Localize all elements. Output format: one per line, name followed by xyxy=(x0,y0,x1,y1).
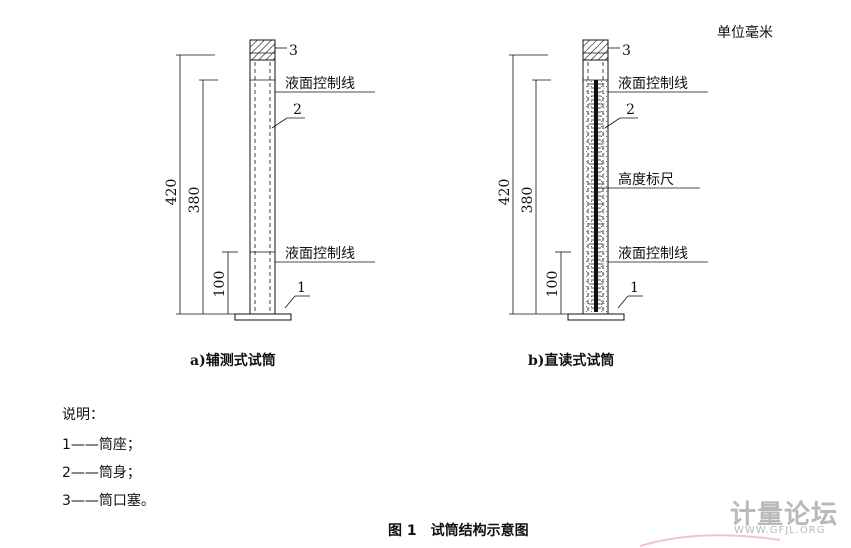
cylinder-b-part-3: 3 xyxy=(622,43,631,59)
cylinder-b-base xyxy=(567,313,625,321)
cylinder-a-base xyxy=(234,313,292,321)
cylinder-a-stopper xyxy=(249,39,276,61)
cylinder-b-lower-control-label: 液面控制线 xyxy=(618,246,688,262)
cylinder-a-part-3: 3 xyxy=(289,43,298,59)
note-item-1: 1——筒座； xyxy=(62,437,141,453)
cylinder-a-dim-control: 380 xyxy=(187,187,203,214)
watermark-url: WWW.GFJL.ORG xyxy=(734,525,826,536)
caption-a: a)辅测式试筒 xyxy=(190,353,276,369)
cylinder-b-part-2: 2 xyxy=(626,102,635,118)
cylinder-b: 420 380 100 3 液面控制线 2 高度标尺 液面控制线 1 xyxy=(497,39,708,321)
height-ruler-label: 高度标尺 xyxy=(618,171,674,188)
cylinder-a-dim-bottom: 100 xyxy=(212,271,228,298)
cylinder-a-dim-total: 420 xyxy=(164,179,180,206)
caption-b: b)直读式试筒 xyxy=(528,353,615,369)
unit-label: 单位毫米 xyxy=(717,25,773,41)
note-item-2: 2——筒身； xyxy=(62,465,141,481)
cylinder-a-upper-control-label: 液面控制线 xyxy=(285,76,355,92)
height-ruler-ticks xyxy=(589,83,603,309)
note-item-3: 3——筒口塞。 xyxy=(62,493,155,509)
notes-heading: 说明： xyxy=(62,407,104,423)
cylinder-b-upper-control-label: 液面控制线 xyxy=(618,76,688,92)
cylinder-a-part-2: 2 xyxy=(293,102,302,118)
cylinder-b-dim-total: 420 xyxy=(497,179,513,206)
cylinder-b-dim-control: 380 xyxy=(520,187,536,214)
cylinder-b-part-1: 1 xyxy=(630,280,639,296)
watermark-logo-text: 计量论坛 xyxy=(730,500,839,530)
watermark-swoosh xyxy=(639,534,781,547)
cylinder-a: 420 380 100 3 液面控制线 2 液面控制线 1 xyxy=(164,39,375,321)
cylinder-b-stopper xyxy=(582,39,609,61)
cylinder-a-body xyxy=(249,59,276,315)
cylinder-b-dim-bottom: 100 xyxy=(545,271,561,298)
figure-title: 图 1 试筒结构示意图 xyxy=(388,523,529,539)
cylinder-a-part-1: 1 xyxy=(297,280,306,296)
cylinder-a-lower-control-label: 液面控制线 xyxy=(285,246,355,262)
